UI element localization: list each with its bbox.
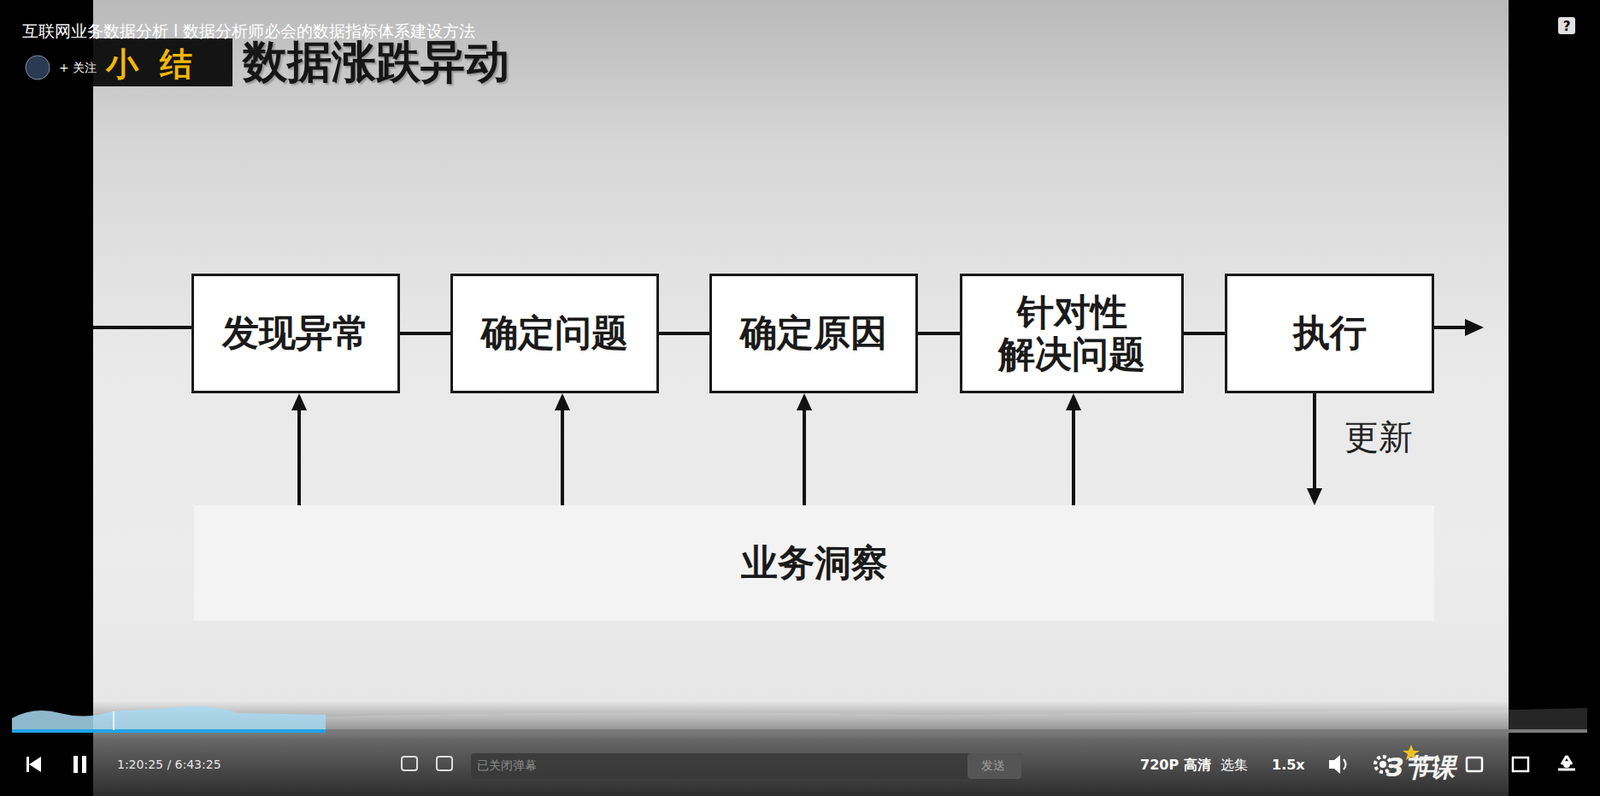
video-title: 互联网业务数据分析 l 数据分析师必会的数据指标体系建设方法 <box>22 20 476 43</box>
connector <box>1306 393 1323 506</box>
arrowhead <box>291 393 307 411</box>
connector <box>1183 333 1225 335</box>
progress-track <box>11 729 1588 733</box>
volume-icon <box>1329 754 1341 774</box>
danmaku-setting-icon <box>436 756 453 771</box>
node-label: 发现异常 <box>222 311 370 354</box>
process-box: 确定问题 <box>450 273 659 394</box>
insight-band: 业务洞察 <box>194 505 1435 621</box>
danmaku-icon <box>401 756 418 771</box>
connector <box>400 333 451 335</box>
node-label: 确定原因 <box>740 311 888 354</box>
pause-icon <box>82 755 87 773</box>
follow-button: + 关注 <box>58 60 97 77</box>
danmaku-placeholder: 已关闭弹幕 <box>476 758 537 774</box>
lead-out-line <box>1434 325 1469 330</box>
send-button <box>967 752 1022 779</box>
progress-marker <box>112 711 115 730</box>
slide-heading: 数据涨跌异动 <box>242 32 510 93</box>
heat-wave-rest <box>325 707 1588 731</box>
node-label: 确定问题 <box>481 311 629 354</box>
send-button-text: 发送 <box>981 758 1006 774</box>
connector <box>658 333 710 335</box>
connector <box>796 393 812 506</box>
quality-selector: 720P 高清 <box>1140 756 1212 775</box>
connector <box>1065 393 1082 506</box>
speed-selector: 1.5x <box>1271 756 1306 773</box>
time-display: 1:20:25 / 6:43:25 <box>117 757 222 771</box>
process-box: 发现异常 <box>191 273 400 394</box>
heading-tag <box>93 38 233 87</box>
node-label: 业务洞察 <box>741 541 889 584</box>
node-label: 针对性 解决问题 <box>962 291 1182 377</box>
node-label: 执行 <box>1293 311 1367 354</box>
avatar <box>25 55 50 80</box>
process-box: 执行 <box>1224 273 1435 394</box>
logo-watermark: 3节课 <box>1386 750 1456 786</box>
summary-tag: 小 结 <box>105 42 198 87</box>
process-box: 确定原因 <box>709 273 918 394</box>
arrowhead <box>1306 488 1323 506</box>
process-box: 针对性 解决问题 <box>959 273 1184 394</box>
arrowhead <box>796 393 812 411</box>
lead-in-line <box>93 325 192 330</box>
widescreen-icon <box>1466 757 1483 771</box>
slide-background <box>93 0 1509 796</box>
episode-selector: 选集 <box>1220 756 1248 775</box>
progress-played <box>11 729 326 733</box>
arrowhead <box>1065 393 1082 411</box>
heat-wave <box>11 705 326 731</box>
danmaku-input <box>470 752 1022 779</box>
edge-label: 更新 <box>1344 413 1413 461</box>
connector <box>554 393 571 506</box>
webfull-icon <box>1512 757 1529 771</box>
connector <box>291 393 307 506</box>
prev-icon <box>26 756 30 772</box>
pause-icon <box>73 755 78 773</box>
prev-icon <box>29 756 42 772</box>
connector <box>917 333 960 335</box>
help-icon <box>1558 17 1576 35</box>
lead-out-arrowhead <box>1464 318 1484 336</box>
arrowhead <box>554 393 571 411</box>
svg-text:?: ? <box>1563 18 1571 35</box>
